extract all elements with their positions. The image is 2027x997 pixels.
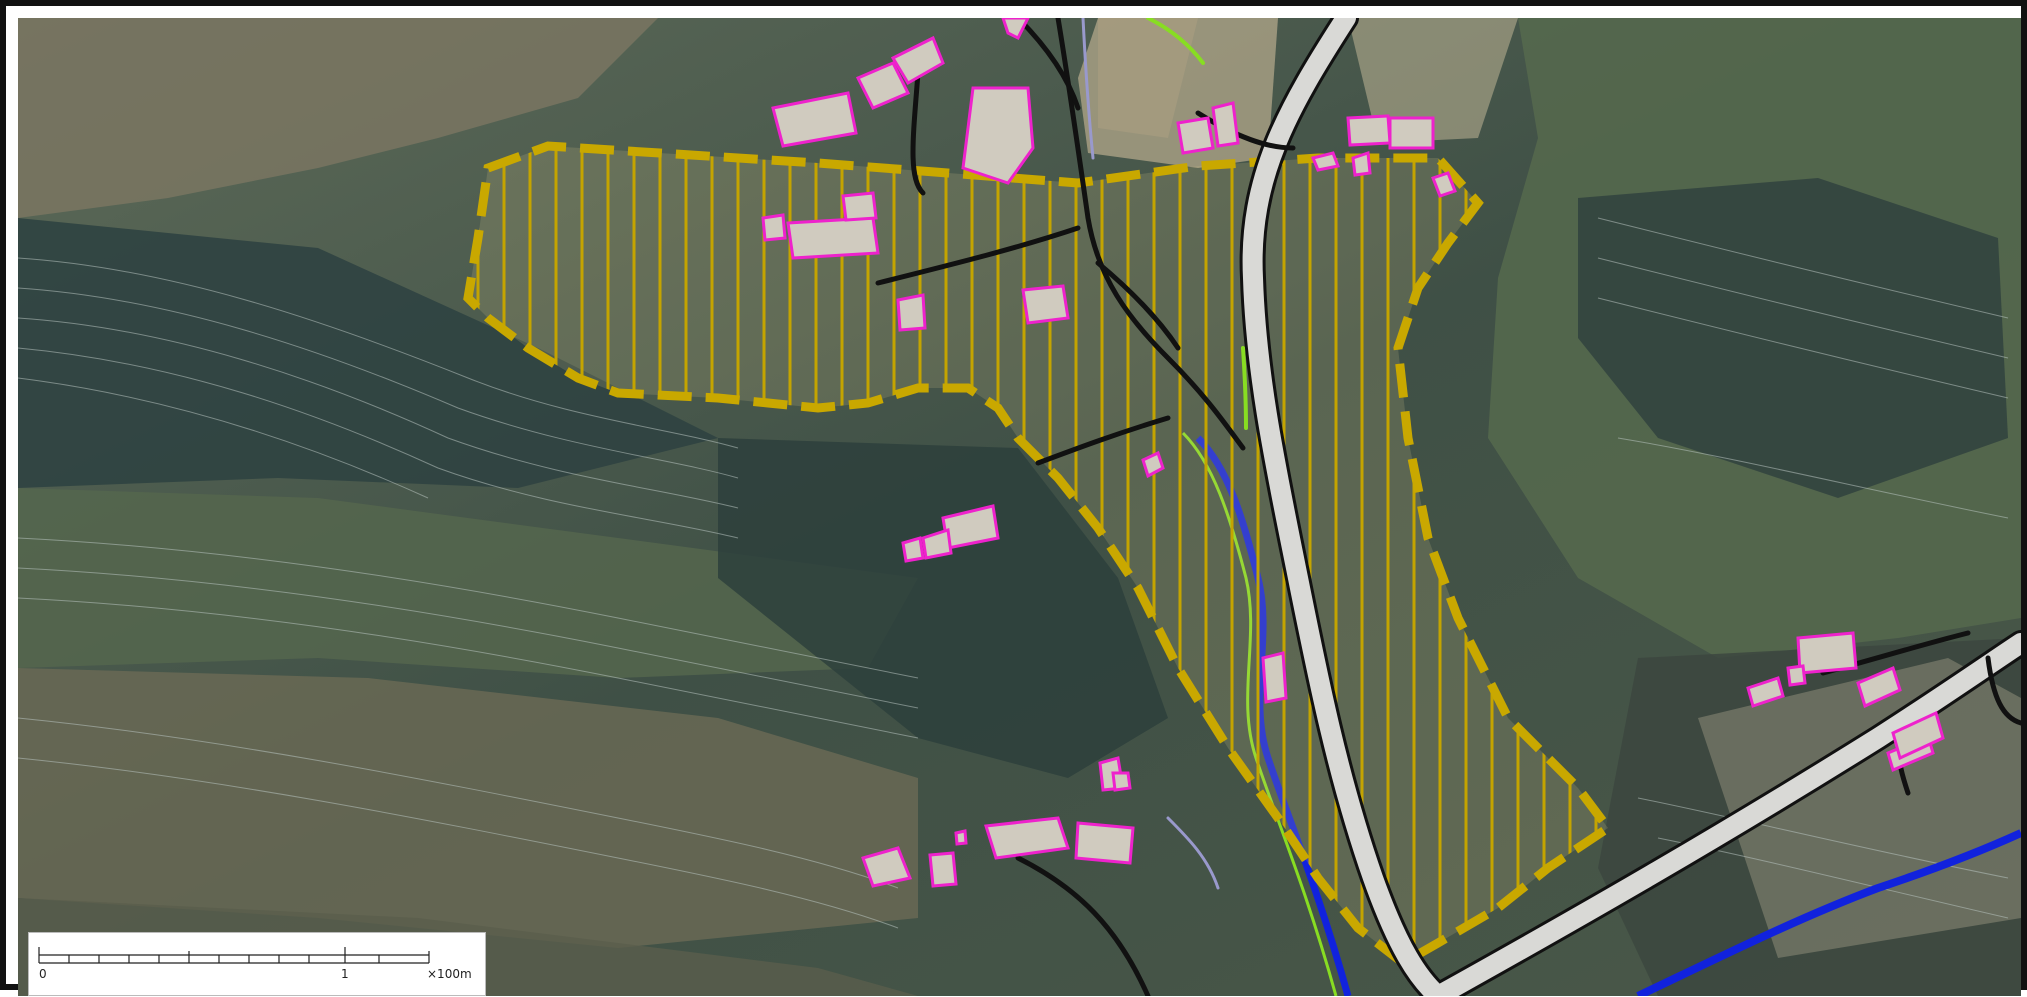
building xyxy=(1261,651,1288,704)
river-green-edge xyxy=(1181,431,1338,996)
building xyxy=(1746,676,1785,708)
buildings[interactable] xyxy=(761,18,1945,888)
building xyxy=(1796,631,1858,675)
building xyxy=(984,816,1070,860)
building xyxy=(1111,771,1132,792)
scale-bar-ruler xyxy=(38,947,430,964)
river-main xyxy=(1195,435,1352,996)
rivers xyxy=(1181,431,2021,996)
roads xyxy=(875,18,2021,996)
building xyxy=(1346,114,1392,147)
building xyxy=(1351,150,1372,177)
building xyxy=(954,829,968,846)
scale-bar: 0 1 ×100m xyxy=(28,932,486,996)
building xyxy=(928,851,958,888)
aerial-map[interactable] xyxy=(18,18,2021,996)
building xyxy=(896,293,927,332)
scale-one-label: 1 xyxy=(341,967,349,981)
building xyxy=(761,213,787,242)
building xyxy=(1388,116,1435,150)
building xyxy=(921,528,953,560)
building xyxy=(890,35,945,86)
building xyxy=(861,846,913,888)
building xyxy=(1310,151,1341,172)
river-southeast xyxy=(1636,829,2021,996)
building xyxy=(1021,284,1070,325)
scale-zero-label: 0 xyxy=(39,967,47,981)
building xyxy=(961,86,1035,185)
land-cover-patches xyxy=(18,18,2021,996)
building xyxy=(1141,450,1165,479)
building xyxy=(786,216,880,260)
building xyxy=(1001,18,1030,41)
building xyxy=(855,61,911,110)
building xyxy=(901,536,925,563)
scale-unit-label: ×100m xyxy=(427,967,472,981)
zone-boundary xyxy=(463,141,1615,969)
building xyxy=(1074,821,1135,865)
building xyxy=(1786,664,1807,687)
building xyxy=(1431,171,1457,198)
building xyxy=(1891,710,1945,761)
building xyxy=(771,91,858,148)
building xyxy=(1211,101,1240,148)
building xyxy=(1176,116,1215,155)
building xyxy=(1856,665,1902,709)
building xyxy=(841,191,878,222)
